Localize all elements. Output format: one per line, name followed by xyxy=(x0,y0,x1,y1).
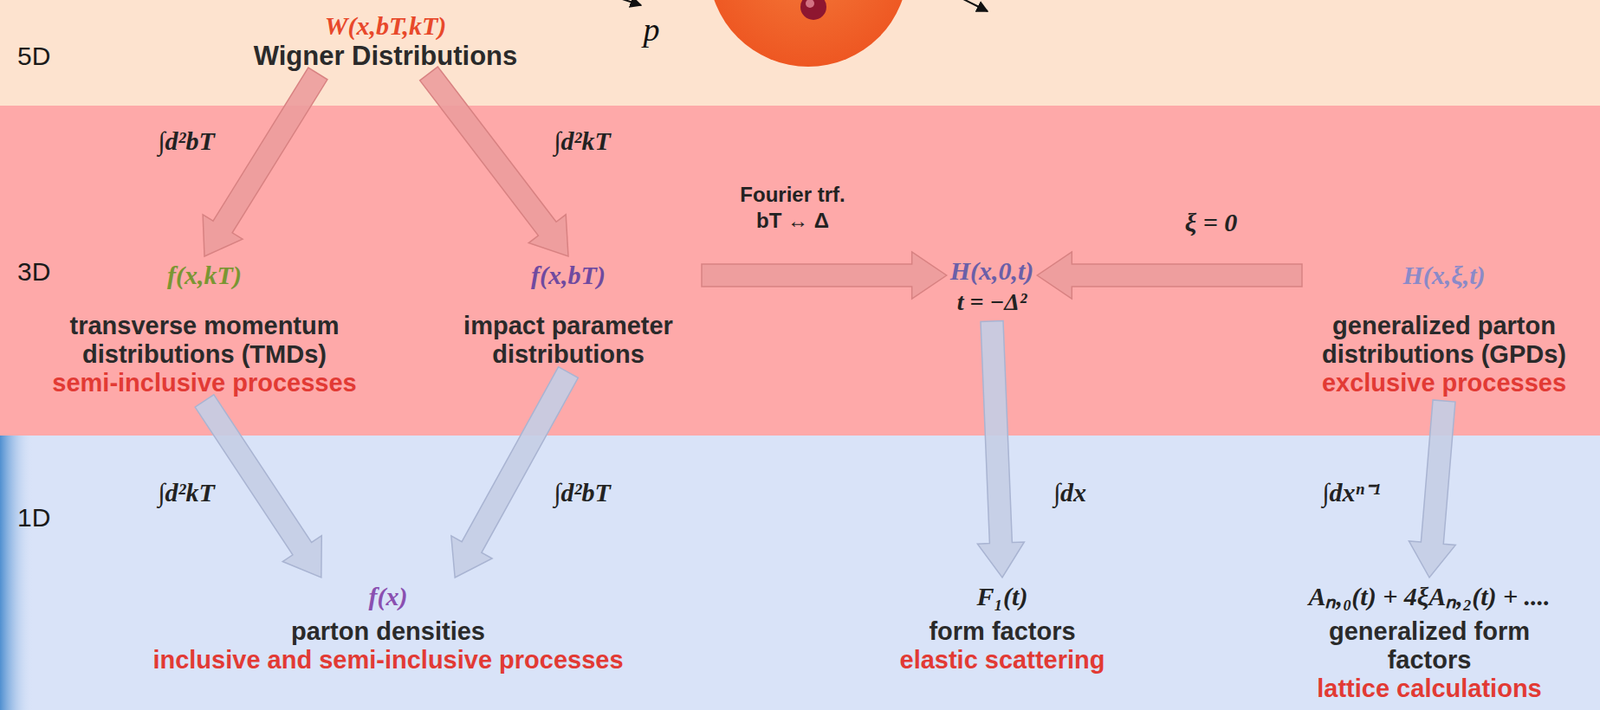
description: elastic scattering xyxy=(900,646,1106,675)
description: inclusive and semi-inclusive processes xyxy=(152,646,623,675)
formula: W(x,bT,kT) xyxy=(253,10,519,42)
proton-disc xyxy=(708,0,908,67)
edge-label: ∫d²bT xyxy=(157,125,215,157)
formula: H(x,0,t) xyxy=(950,255,1035,287)
block-arrow xyxy=(420,66,569,257)
concept-node: H(x,0,t)t = −Δ² xyxy=(946,252,1038,322)
scatter-arrow xyxy=(958,0,988,12)
edge-label: ∫d²kT xyxy=(157,477,215,509)
concept-node: f(x) parton densitiesinclusive and semi-i… xyxy=(148,577,627,679)
formula: F₁(t) xyxy=(900,581,1106,613)
block-arrow xyxy=(701,252,947,299)
formula: t = −Δ² xyxy=(950,286,1035,318)
block-arrow xyxy=(451,367,579,578)
block-arrow xyxy=(977,320,1024,578)
formula: H(x,ξ,t) xyxy=(1305,259,1583,292)
concept-node: F₁(t) form factorselastic scattering xyxy=(896,577,1109,679)
dimension-band: 1D f(x) parton densitiesinclusive and semi… xyxy=(0,435,1600,710)
block-arrow xyxy=(1036,252,1303,299)
block-arrow xyxy=(1408,400,1456,578)
band-label: 3D xyxy=(17,256,51,288)
concept-node: W(x,bT,kT)Wigner Distributions xyxy=(250,6,522,74)
edge-label: Fourier trf. bT ↔ Δ xyxy=(731,181,854,234)
formula: f(x,kT) xyxy=(39,259,370,292)
description: lattice calculations xyxy=(1299,674,1560,704)
parton-dot xyxy=(800,0,827,20)
edge-label: ∫dx xyxy=(1053,477,1087,509)
band-label: 1D xyxy=(17,502,51,534)
concept-node: H(x,ξ,t) generalized parton distributions… xyxy=(1302,256,1587,402)
concept-node: f(x,kT) transverse momentum distributions… xyxy=(36,256,373,402)
parton-highlight xyxy=(805,0,815,8)
description: generalized form factors xyxy=(1299,617,1560,675)
momentum-arrow xyxy=(608,0,642,6)
edge-label: ∫d²kT xyxy=(553,125,611,157)
side-stripe xyxy=(0,435,33,710)
description: impact parameter distributions xyxy=(438,311,699,370)
description: exclusive processes xyxy=(1305,369,1583,398)
formula: f(x,bT) xyxy=(438,259,699,292)
description: generalized parton distributions (GPDs) xyxy=(1305,311,1583,370)
concept-node: f(x,bT) impact parameter distributions xyxy=(434,256,702,373)
description: form factors xyxy=(900,617,1106,647)
formula: f(x) xyxy=(152,581,623,613)
edge-label: ∫d²bT xyxy=(553,477,611,509)
block-arrow xyxy=(202,67,328,257)
description: parton densities xyxy=(152,617,623,647)
description: transverse momentum distributions (TMDs) xyxy=(39,311,370,370)
symbol-label: p xyxy=(643,12,661,47)
edge-label: ∫dxⁿ⁻¹ xyxy=(1321,477,1381,509)
formula: Aₙ,₀(t) + 4ξAₙ,₂(t) + .... xyxy=(1299,581,1560,613)
description: Wigner Distributions xyxy=(253,41,519,71)
band-label: 5D xyxy=(17,40,51,72)
edge-label: ξ = 0 xyxy=(1185,207,1238,239)
description: semi-inclusive processes xyxy=(39,369,370,398)
concept-node: Aₙ,₀(t) + 4ξAₙ,₂(t) + .... generalized fo… xyxy=(1295,577,1563,707)
